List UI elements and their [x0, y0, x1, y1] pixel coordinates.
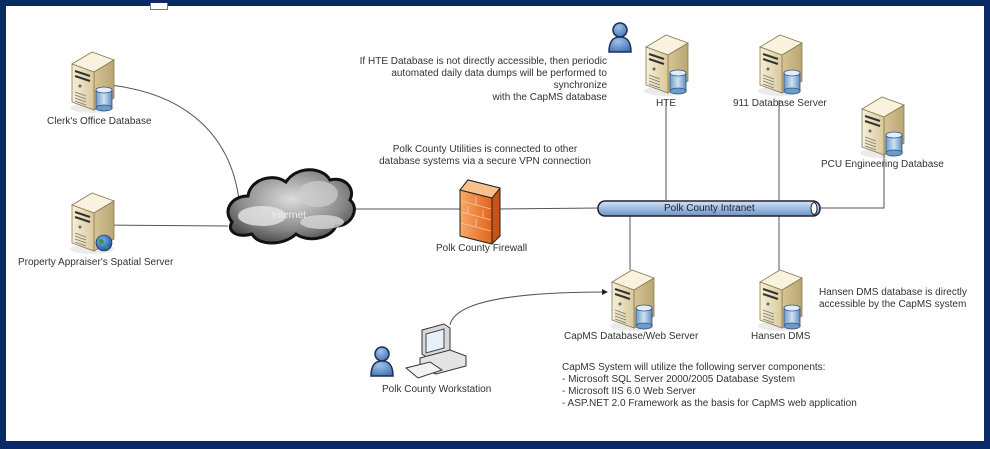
- node-label-911: 911 Database Server: [733, 98, 827, 109]
- server-hansen: [758, 269, 803, 331]
- hte-note: If HTE Database is not directly accessib…: [359, 56, 607, 103]
- link-clerks-internet: [97, 83, 241, 211]
- network-bus-icon: [597, 200, 821, 217]
- server-hte: [644, 34, 689, 96]
- database-cylinder-icon: [669, 69, 687, 95]
- cloud-icon: [226, 168, 356, 245]
- database-cylinder-icon: [783, 69, 801, 95]
- server-clerks-office: [70, 51, 115, 113]
- user-icon: [608, 22, 632, 53]
- node-label-hansen: Hansen DMS: [751, 331, 811, 342]
- database-cylinder-icon: [783, 304, 801, 330]
- server-property-appraiser: [70, 192, 115, 254]
- database-cylinder-icon: [885, 131, 903, 157]
- firewall-icon: [459, 179, 501, 245]
- node-label-internet: Internet: [272, 210, 306, 221]
- hansen-note: Hansen DMS database is directly accessib…: [819, 287, 967, 310]
- server-db911: [758, 34, 803, 96]
- server-pcu: [860, 96, 905, 158]
- node-label-capms: CapMS Database/Web Server: [564, 331, 699, 342]
- node-label-hte: HTE: [656, 98, 676, 109]
- link-firewall-intranet: [497, 207, 601, 210]
- database-cylinder-icon: [635, 304, 653, 330]
- workstation-icon: [404, 323, 467, 379]
- node-label-workstation: Polk County Workstation: [382, 384, 492, 395]
- node-label-property-appraiser: Property Appraiser's Spatial Server: [18, 257, 174, 268]
- link-intranet-pcu: [818, 140, 885, 209]
- link-workstation-capms: [449, 289, 608, 326]
- vpn-note: Polk County Utilities is connected to ot…: [379, 144, 591, 167]
- frame-tab: [150, 3, 168, 10]
- database-server-icon: [860, 96, 905, 158]
- node-label-firewall: Polk County Firewall: [436, 243, 528, 254]
- database-cylinder-icon: [95, 86, 113, 112]
- server-capms: [610, 269, 655, 331]
- user-icon: [370, 346, 394, 377]
- link-appraiser-internet: [97, 224, 229, 227]
- node-label-intranet: Polk County Intranet: [664, 203, 755, 214]
- globe-icon: [95, 234, 113, 252]
- capms-components-note: CapMS System will utilize the following …: [562, 362, 857, 409]
- node-label-pcu: PCU Engineering Database: [821, 159, 944, 170]
- node-label-clerks-office: Clerk's Office Database: [47, 116, 152, 127]
